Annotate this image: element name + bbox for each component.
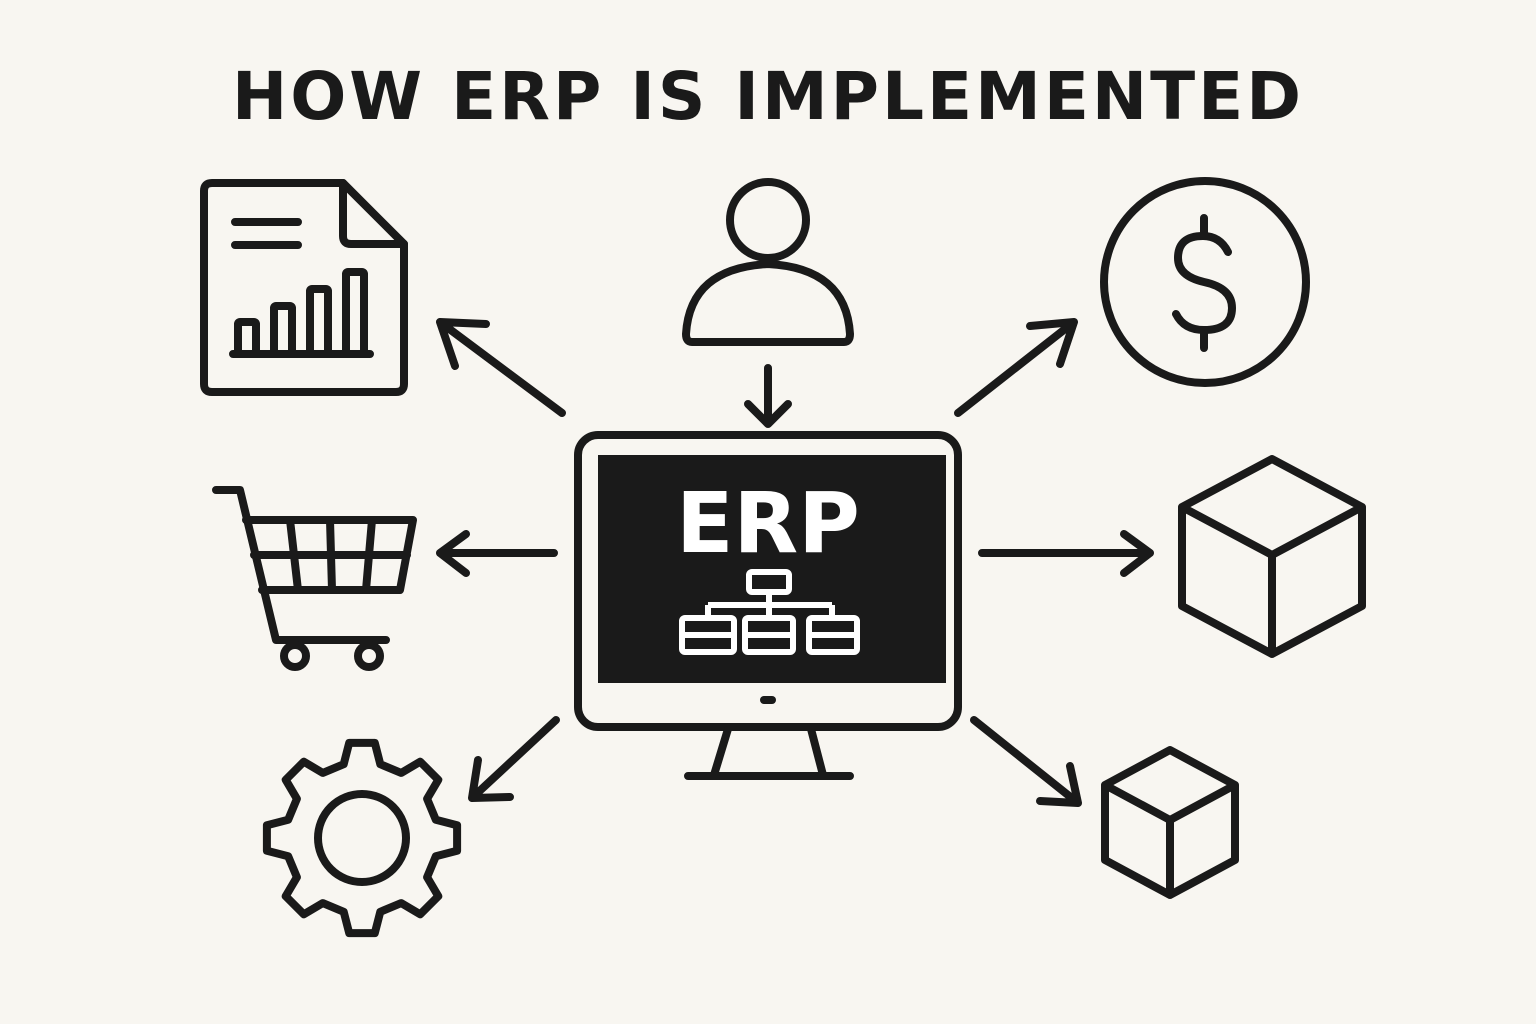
arrows [436, 318, 1154, 807]
arrow-to-cube [978, 530, 1154, 577]
arrow-to-report [436, 318, 566, 417]
report-document-icon [200, 179, 408, 396]
monitor-icon: ERP [574, 431, 962, 780]
dollar-coin-icon [1100, 177, 1310, 387]
arrow-from-user [744, 364, 792, 428]
cube-icon [1178, 455, 1366, 658]
arrow-to-small-cube [970, 716, 1082, 807]
user-icon [682, 178, 854, 346]
gear-icon [262, 738, 462, 938]
erp-label: ERP [676, 474, 860, 572]
small-cube-icon [1101, 746, 1239, 899]
arrow-to-gear [468, 716, 560, 802]
org-chart-icon [679, 569, 860, 655]
shopping-cart-icon [212, 486, 417, 671]
diagram-title: HOW ERP IS IMPLEMENTED [231, 58, 1305, 135]
arrow-to-dollar [954, 318, 1078, 417]
arrow-to-cart [436, 530, 558, 577]
